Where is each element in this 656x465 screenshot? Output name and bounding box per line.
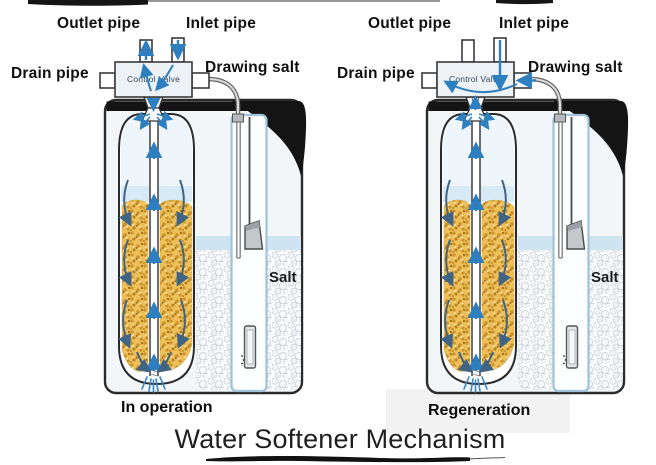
outlet-pipe-label: Outlet pipe (57, 15, 141, 32)
outlet-pipe-label: Outlet pipe (368, 15, 452, 32)
drain-pipe-label: Drain pipe (11, 65, 89, 82)
drawing-salt-label: Drawing salt (528, 59, 623, 76)
salt-label: Salt (591, 269, 619, 286)
title-underline-scribble (206, 456, 506, 463)
caption-in-operation: In operation (121, 399, 213, 416)
operation-flow-arrows (137, 39, 187, 112)
regeneration-flow-arrows (443, 40, 536, 110)
caption-regeneration: Regeneration (428, 402, 531, 419)
salt-label: Salt (269, 269, 297, 286)
page-title: Water Softener Mechanism (174, 424, 506, 454)
top-scribble (28, 0, 553, 6)
background-wash (386, 389, 570, 433)
inlet-pipe-label: Inlet pipe (499, 15, 570, 32)
inlet-pipe-label: Inlet pipe (186, 15, 257, 32)
unit-in-operation (100, 38, 306, 393)
unit-regeneration (422, 38, 628, 393)
drain-pipe-label: Drain pipe (337, 65, 415, 82)
drawing-salt-label: Drawing salt (205, 59, 300, 76)
